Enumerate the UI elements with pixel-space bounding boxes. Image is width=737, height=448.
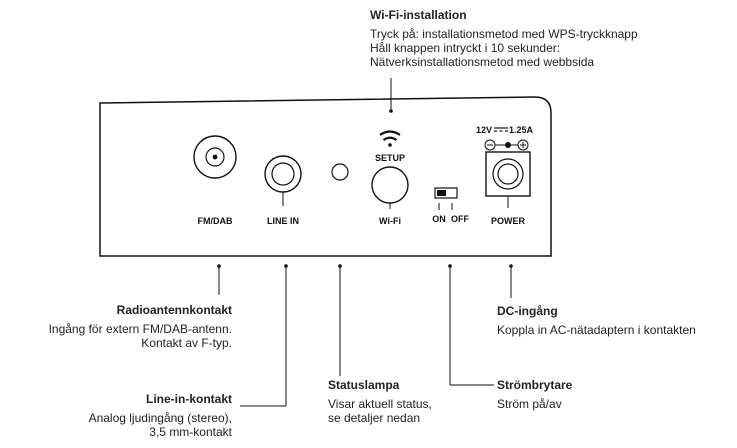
radio-callout-line1: Ingång för extern FM/DAB-antenn. bbox=[48, 322, 232, 336]
status-callout-line2: se detaljer nedan bbox=[328, 411, 421, 425]
line-in-jack bbox=[264, 155, 302, 206]
leader-line-in bbox=[240, 264, 288, 407]
leader-status bbox=[338, 264, 342, 376]
setup-button bbox=[371, 166, 409, 204]
power-switch bbox=[434, 187, 458, 210]
line-in-label: LINE IN bbox=[267, 216, 299, 226]
fm-dab-connector bbox=[193, 135, 237, 179]
dc-callout-line1: Koppla in AC-nätadaptern i kontakten bbox=[497, 323, 696, 337]
dc-rating-v: 12V bbox=[476, 125, 492, 135]
dc-symbol-icon bbox=[494, 127, 508, 132]
dc-power-jack bbox=[485, 151, 531, 208]
wifi-install-title: Wi-Fi-installation bbox=[370, 8, 467, 22]
wifi-icon bbox=[379, 130, 401, 147]
radio-callout-line2: Kontakt av F-typ. bbox=[141, 336, 232, 350]
switch-on-label: ON bbox=[432, 214, 446, 224]
leader-wifi bbox=[389, 78, 393, 113]
switch-callout-title: Strömbrytare bbox=[497, 378, 573, 392]
line-in-callout-title: Line-in-kontakt bbox=[146, 392, 232, 406]
polarity-icon bbox=[484, 139, 529, 151]
leader-dc bbox=[509, 264, 513, 298]
wifi-install-line1: Tryck på: installationsmetod med WPS-try… bbox=[370, 27, 638, 41]
device-panel-outline bbox=[99, 96, 552, 257]
fm-dab-label: FM/DAB bbox=[198, 216, 233, 226]
switch-callout-line1: Ström på/av bbox=[497, 397, 562, 411]
wifi-install-line3: Nätverksinstallationsmetod med webbsida bbox=[370, 55, 595, 69]
dc-rating-a: 1.25A bbox=[509, 125, 534, 135]
radio-callout-title: Radioantennkontakt bbox=[116, 303, 232, 317]
status-callout-title: Statuslampa bbox=[328, 378, 400, 392]
line-in-callout-line1: Analog ljudingång (stereo), bbox=[88, 411, 232, 425]
dc-callout-title: DC-ingång bbox=[497, 304, 558, 318]
switch-off-label: OFF bbox=[451, 214, 469, 224]
line-in-callout-line2: 3,5 mm-kontakt bbox=[149, 425, 232, 439]
status-callout-line1: Visar aktuell status, bbox=[328, 397, 432, 411]
leader-radio bbox=[217, 264, 221, 295]
setup-label: SETUP bbox=[375, 153, 405, 163]
wifi-label: Wi-Fi bbox=[379, 216, 401, 226]
leader-switch bbox=[448, 264, 494, 386]
power-label: POWER bbox=[491, 216, 526, 226]
status-lamp bbox=[331, 163, 349, 181]
wifi-install-line2: Håll knappen intryckt i 10 sekunder: bbox=[370, 41, 561, 55]
